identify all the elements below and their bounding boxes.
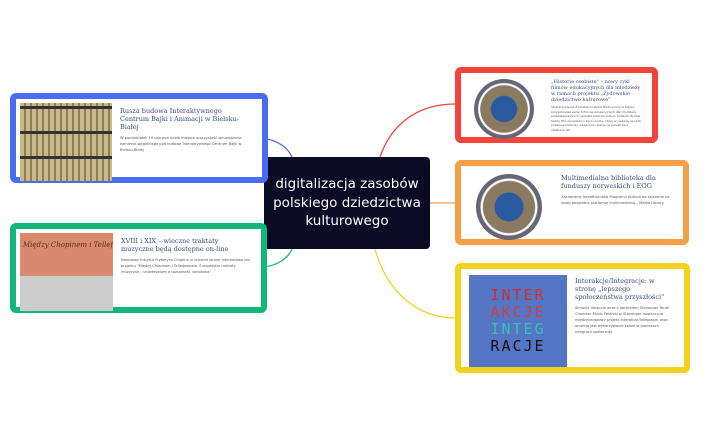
card-desc: Stowarzyszenie Żydowski Instytut History… xyxy=(551,105,642,132)
card-title[interactable]: Rusza budowa Interaktywnego Centrum Bajk… xyxy=(120,107,239,131)
interakcje-poster-image: INTER AKCJE INTEG RACJE xyxy=(469,275,567,367)
card-desc: W poniedziałek 19 czerwca miało miejsce … xyxy=(120,136,242,152)
card-bielsko[interactable]: Rusza budowa Interaktywnego Centrum Bajk… xyxy=(10,93,268,183)
image-caption: Między Chopinem i Tellefsenem xyxy=(23,241,113,249)
central-topic-label: digitalizacja zasobów polskiego dziedzic… xyxy=(273,176,421,230)
poster-line: RACJE xyxy=(490,337,546,355)
card-title[interactable]: Interakcje/Integracje: w stronę „lepszeg… xyxy=(575,277,665,301)
heritage-logo-image xyxy=(465,77,543,141)
heritage-logo-image xyxy=(465,170,553,243)
card-title[interactable]: „Historie osobiste" – nowy cykl filmów e… xyxy=(551,79,641,103)
card-desc: Narodowy Instytut Fryderyka Chopina uruc… xyxy=(121,258,250,274)
card-chopin[interactable]: Między Chopinem i Tellefsenem XVIII i XI… xyxy=(10,223,267,313)
poster-line: INTER xyxy=(490,286,546,304)
chopin-website-image: Między Chopinem i Tellefsenem xyxy=(20,233,113,311)
card-media-library[interactable]: Multimedialna biblioteka dla funduszy no… xyxy=(455,160,689,245)
card-desc: Zachęcamy beneficjentów Programu Kultura… xyxy=(561,195,670,205)
card-interakcje[interactable]: INTER AKCJE INTEG RACJE Interakcje/Integ… xyxy=(455,263,690,373)
card-desc: Sinfonia Varsovia wraz z partnerem Stava… xyxy=(575,306,670,334)
connector-yellow xyxy=(374,248,456,319)
card-title[interactable]: XVIII i XIX – wieczne traktaty muzyczne … xyxy=(121,237,229,253)
connector-red xyxy=(379,103,456,158)
central-topic[interactable]: digitalizacja zasobów polskiego dziedzic… xyxy=(264,157,430,249)
card-historie[interactable]: „Historie osobiste" – nowy cykl filmów e… xyxy=(455,67,658,143)
poster-line: AKCJE xyxy=(490,303,546,321)
poster-line: INTEG xyxy=(490,320,546,338)
card-title[interactable]: Multimedialna biblioteka dla funduszy no… xyxy=(561,174,656,190)
film-reels-image xyxy=(20,103,112,181)
